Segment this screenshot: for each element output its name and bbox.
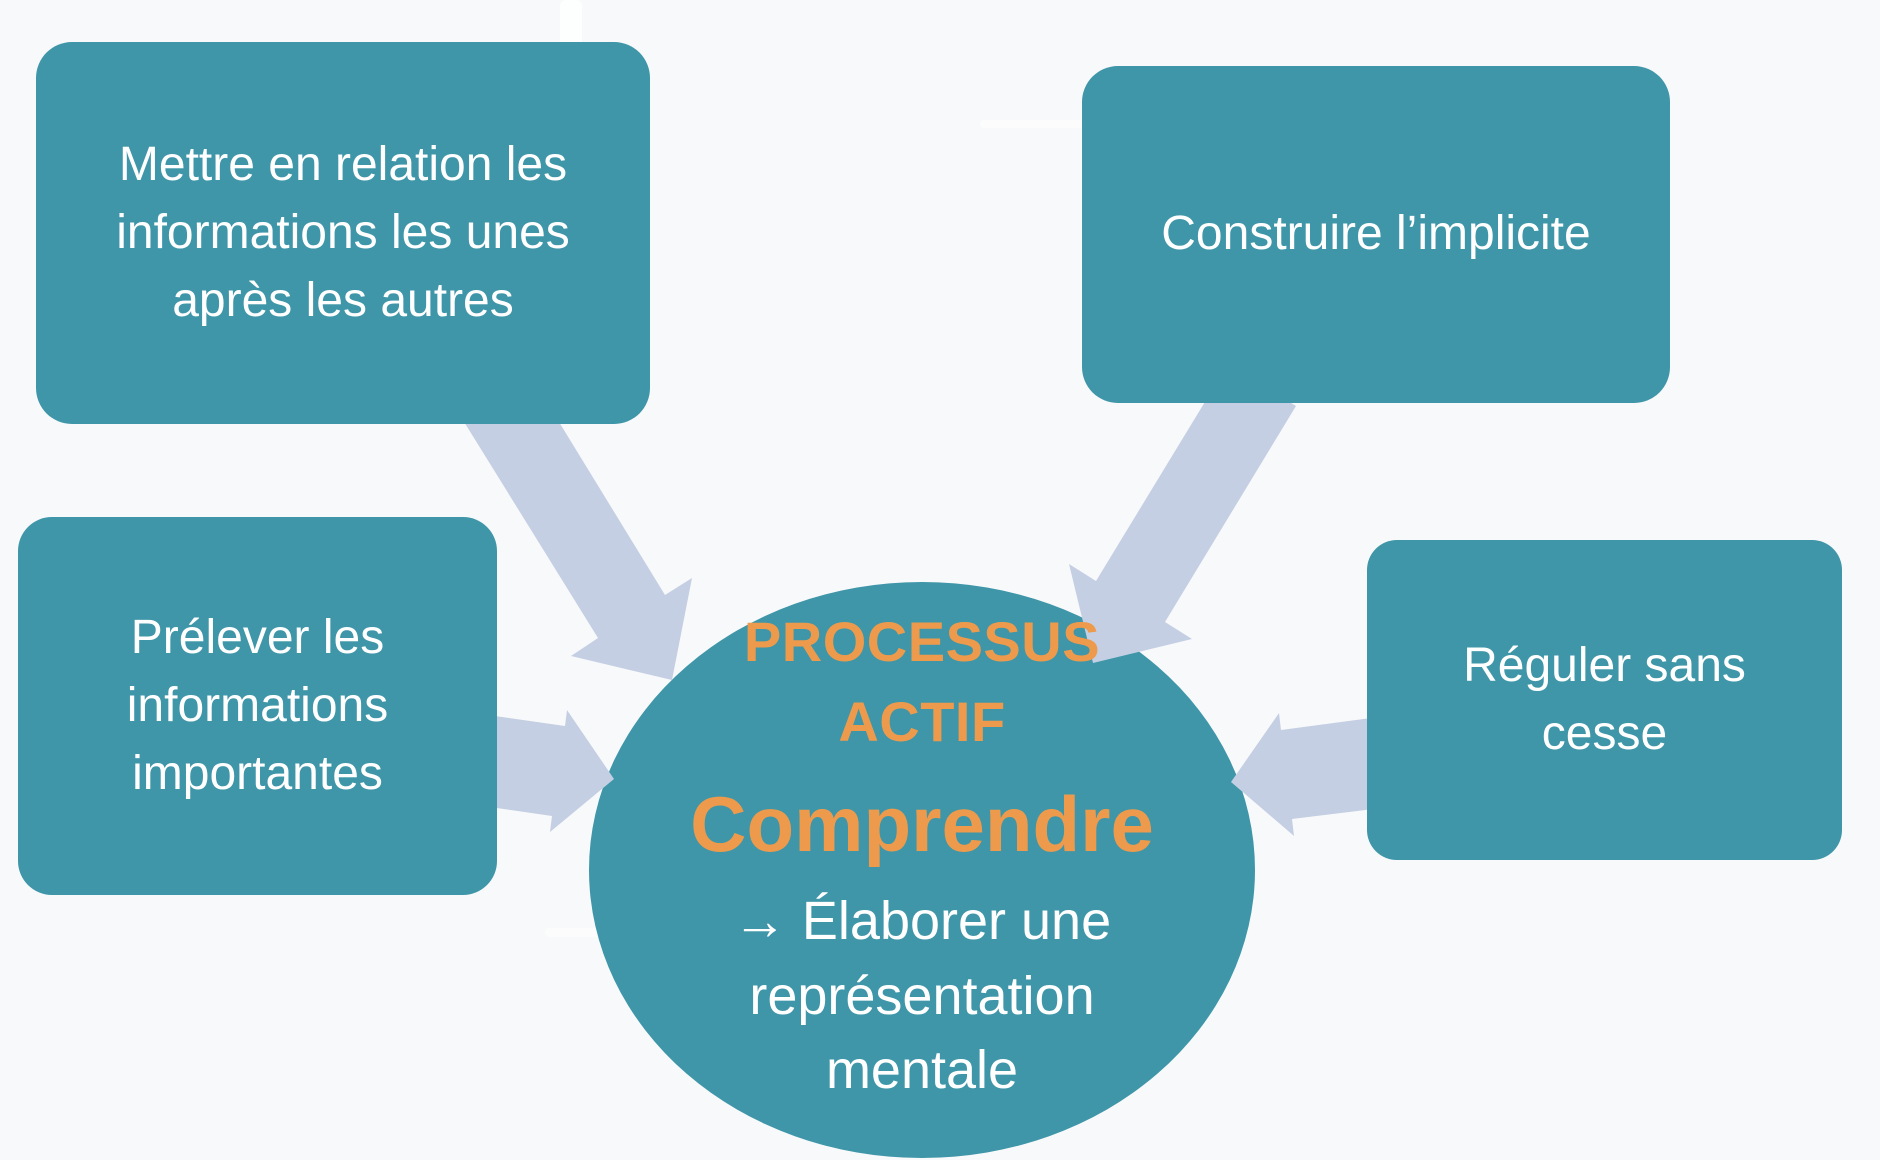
arrow-down-right-icon [461,373,692,680]
arrow-down-left-icon [1069,364,1296,663]
box-prelever-informations: Prélever les informations importantes [18,517,497,895]
center-heading-line2: ACTIF [838,689,1006,753]
box-construire-implicite: Construire l’implicite [1082,66,1670,403]
center-heading-line1: PROCESSUS [743,610,1101,673]
box-label: Réguler sans cesse [1463,638,1746,760]
center-ellipse [589,582,1255,1158]
center-title: Comprendre [690,780,1154,869]
arrow-left-icon [1231,713,1398,836]
box-label: Prélever les informations importantes [126,610,389,801]
arrow-right-icon [462,710,614,832]
center-heading: PROCESSUS ACTIF [652,602,1192,761]
box-reguler-sans-cesse: Réguler sans cesse [1367,540,1842,860]
box-label: Construire l’implicite [1161,207,1591,261]
box-label: Mettre en relation les informations les … [116,137,570,328]
center-ellipse-content: PROCESSUS ACTIF Comprendre → Élaborer un… [652,602,1192,1108]
box-mettre-en-relation: Mettre en relation les informations les … [36,42,650,424]
center-subtitle: → Élaborer une représentation mentale [732,891,1112,1101]
